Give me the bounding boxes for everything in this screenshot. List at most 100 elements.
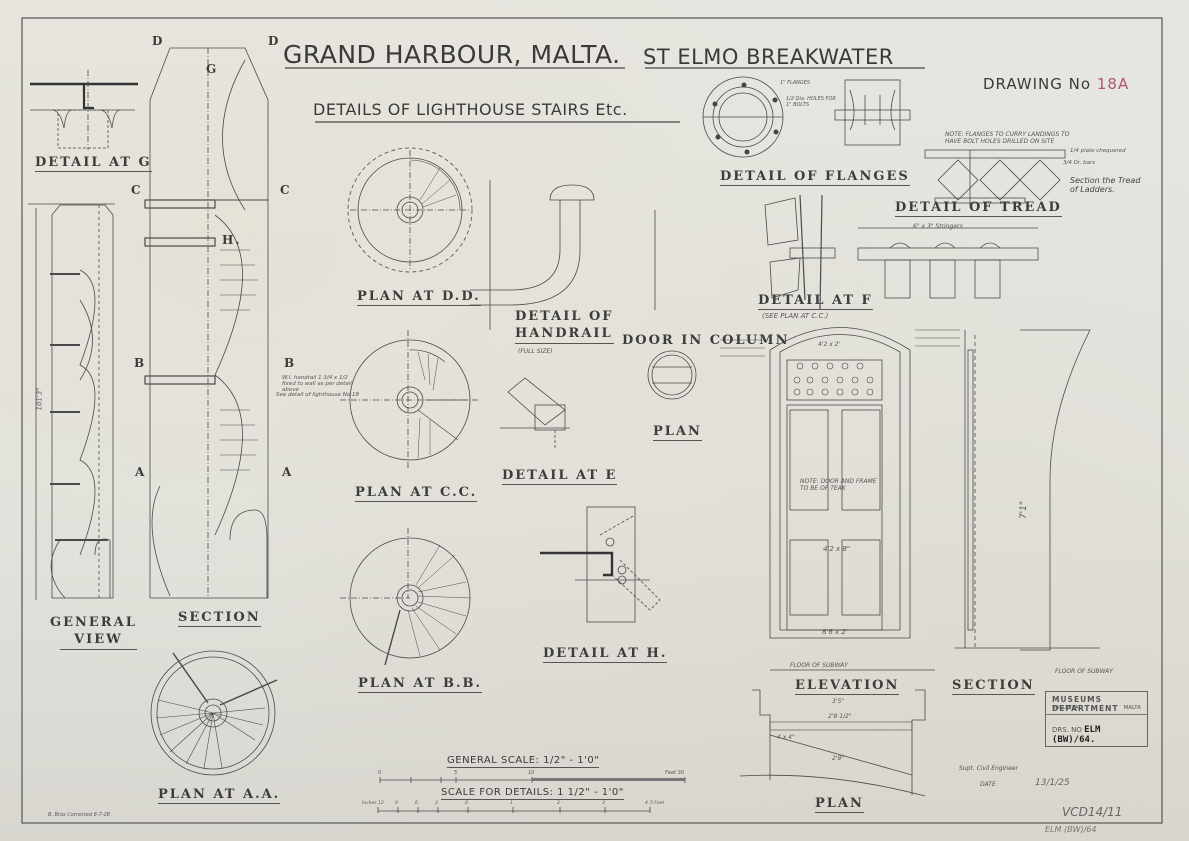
stamp-country: MALTA	[1123, 705, 1141, 711]
section-drawing	[144, 47, 269, 599]
detail-tread-drawing	[924, 149, 1066, 205]
label-handrail-line2: HANDRAIL	[515, 325, 614, 344]
label-handrail-line1: DETAIL OF	[515, 309, 614, 324]
plan-bb-drawing	[340, 528, 471, 666]
marker-d-right: D	[268, 34, 281, 48]
details-scale-tick-9: 9	[395, 801, 398, 806]
label-general-view: GENERAL VIEW	[50, 614, 137, 650]
label-detail-flanges: DETAIL OF FLANGES	[720, 169, 910, 186]
note-plan-dim-1: 3'5"	[832, 698, 845, 705]
note-floor-subway-section: FLOOR OF SUBWAY	[1055, 668, 1113, 675]
note-plan-dim-3: 2'9"	[832, 755, 845, 762]
detail-g-drawing	[30, 70, 138, 150]
details-scale-bar	[377, 807, 651, 813]
note-door-panel-top: 4'2 x 2'	[818, 341, 841, 348]
plan-cc-drawing	[340, 330, 478, 470]
general-scale-tick-5: 5	[454, 770, 458, 776]
plan-aa-drawing	[150, 650, 278, 776]
note-see-detail: See detail of lighthouse No 18	[276, 392, 360, 398]
label-detail-g: DETAIL AT G	[35, 155, 152, 172]
marker-a-left: A	[135, 465, 147, 479]
details-scale-tick-1: 1	[510, 801, 513, 806]
general-view-drawing	[28, 203, 115, 600]
note-flange-holes: 1/2 Dia. HOLES FOR 1" BOLTS	[786, 96, 836, 108]
note-date-value: 13/1/25	[1035, 778, 1070, 788]
details-scale-tick-6: 6	[415, 801, 418, 806]
label-plan-aa: PLAN AT A.A.	[158, 787, 281, 804]
note-tread-section: Section the Tread of Ladders.	[1070, 176, 1141, 194]
door-plan-drawing	[647, 350, 697, 400]
label-plan-cc: PLAN AT C.C.	[355, 485, 478, 502]
details-scale-tick-3ft: 3	[602, 801, 605, 806]
stamp-drs-label: DRS. NO	[1052, 726, 1082, 734]
marker-h: H.	[222, 233, 242, 247]
note-door-width: 8'6 x 2'	[822, 628, 848, 636]
note-door-height: 7'1"	[1019, 500, 1030, 520]
label-plan-dd: PLAN AT D.D.	[357, 289, 481, 306]
label-detail-f: DETAIL AT F	[758, 293, 873, 310]
label-section: SECTION	[178, 610, 261, 627]
handrail-detail-drawing	[470, 180, 595, 330]
tread-elevation-drawing	[857, 227, 1039, 299]
label-plan-bottom: PLAN	[815, 796, 864, 813]
marker-c-left: C	[131, 183, 143, 197]
general-scale-bar	[379, 777, 686, 783]
details-scale-label: SCALE FOR DETAILS: 1 1/2" - 1'0"	[441, 787, 624, 800]
drawing-number: DRAWING No 18A	[983, 75, 1129, 93]
marker-g: G	[206, 62, 219, 76]
general-scale-tick-10: 10	[528, 770, 535, 776]
detail-f-drawing	[654, 194, 836, 311]
label-plan-bb: PLAN AT B.B.	[358, 676, 483, 693]
details-scale-tick-2: 2	[557, 801, 560, 806]
note-date-label: DATE	[980, 781, 996, 788]
sheet-border	[21, 17, 1163, 824]
main-title: GRAND HARBOUR, MALTA.	[283, 40, 621, 69]
door-bottom-plan-drawing	[739, 689, 926, 797]
details-scale-tick-feet: 5 Feet	[650, 801, 665, 806]
note-door-panel-mid: 4'2 x 8"	[823, 545, 851, 553]
marker-b-right: B	[284, 356, 297, 370]
marker-a-right: A	[282, 465, 294, 479]
label-section-door: SECTION	[952, 678, 1035, 695]
note-flange-1: 1" FLANGES	[780, 80, 811, 86]
note-angle-bars: 3/4 Dr. bars	[1063, 160, 1096, 166]
details-scale-tick-4: 4	[645, 801, 648, 806]
detail-h-drawing	[540, 506, 661, 623]
note-catalog-ref: VCD14/11	[1062, 805, 1123, 819]
details-title: DETAILS OF LIGHTHOUSE STAIRS Etc.	[313, 100, 628, 119]
note-stringers: 6" x 3" Stringers	[913, 223, 963, 230]
details-scale-tick-0: 0	[465, 801, 468, 806]
plan-dd-drawing	[347, 147, 473, 273]
label-general-view-line1: GENERAL	[50, 615, 137, 630]
marker-d-left: D	[152, 34, 165, 48]
door-section-drawing	[955, 329, 1100, 651]
detail-f-note: (SEE PLAN AT C.C.)	[762, 312, 829, 320]
label-door-plan: PLAN	[653, 424, 702, 441]
label-elevation: ELEVATION	[795, 678, 900, 695]
general-scale-label: GENERAL SCALE: 1/2" - 1'0"	[447, 755, 600, 768]
museum-stamp: MUSEUMS DEPARTMENT VALLETTA MALTA DRS. N…	[1045, 691, 1148, 747]
drawing-number-prefix: DRAWING No	[983, 75, 1092, 93]
stamp-city: VALLETTA	[1052, 705, 1079, 711]
note-handrail: W.I. handrail 1 3/4 x 1/2 fixed to wall …	[282, 375, 352, 393]
label-general-view-line2: VIEW	[60, 631, 137, 650]
note-signature-label: Supt. Civil Engineer	[959, 765, 1018, 772]
stamp-drawing-number: DRS. NO ELM (BW)/64.	[1052, 725, 1147, 745]
general-scale-tick-30: Feet 30	[665, 770, 684, 776]
label-detail-tread: DETAIL OF TREAD	[895, 200, 1062, 217]
note-door-teak: NOTE: DOOR AND FRAME TO BE OF TEAK	[800, 478, 877, 492]
detail-flanges-drawing	[702, 76, 911, 158]
marker-c-right: C	[280, 183, 292, 197]
label-detail-h: DETAIL AT H.	[543, 646, 668, 663]
details-scale-tick-3: 3	[435, 801, 438, 806]
note-floor-subway-elevation: FLOOR OF SUBWAY	[790, 662, 848, 669]
stamp-drs-value: ELM (BW)/64.	[1052, 725, 1101, 745]
marker-b-left: B	[134, 356, 147, 370]
stamp-department: MUSEUMS DEPARTMENT	[1052, 695, 1119, 713]
label-detail-handrail: DETAIL OF HANDRAIL	[515, 308, 614, 344]
label-detail-e: DETAIL AT E	[502, 468, 618, 485]
note-elm-ref: ELM (BW)/64	[1045, 825, 1097, 834]
label-door-in-column: DOOR IN COLUMN	[622, 333, 790, 348]
note-column-height: 101'3"	[35, 387, 44, 411]
